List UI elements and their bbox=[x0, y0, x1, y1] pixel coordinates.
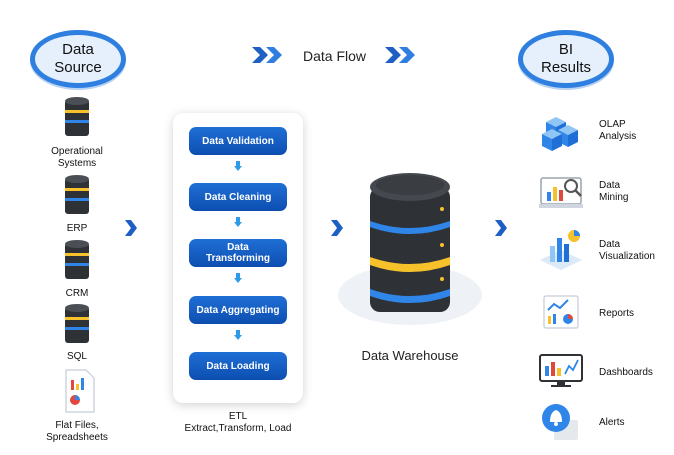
etl-step-aggregating: Data Aggregating bbox=[189, 296, 287, 324]
down-arrow-icon bbox=[234, 161, 242, 171]
down-arrow-icon bbox=[234, 217, 242, 227]
bell-icon bbox=[542, 404, 578, 440]
dashboard-icon bbox=[539, 354, 583, 387]
etl-step-cleaning: Data Cleaning bbox=[189, 183, 287, 211]
down-arrow-icon bbox=[234, 330, 242, 340]
data-warehouse-icon bbox=[338, 173, 482, 325]
visualization-icon bbox=[540, 230, 582, 270]
flow-arrow-icon bbox=[495, 220, 507, 236]
data-flow-left-chevrons-icon bbox=[252, 47, 282, 63]
bi-results-title-line2: Results bbox=[540, 59, 592, 76]
bi-results-header: BI Results bbox=[518, 30, 614, 88]
database-icon bbox=[65, 304, 89, 343]
cubes-icon bbox=[542, 117, 578, 151]
database-icon bbox=[65, 97, 89, 136]
down-arrow-icon bbox=[234, 273, 242, 283]
result-label-alerts: Alerts bbox=[599, 417, 625, 428]
source-label-erp: ERP bbox=[66, 223, 88, 234]
result-label-dashboards: Dashboards bbox=[599, 367, 653, 378]
etl-caption: ETL Extract,Transform, Load bbox=[184, 411, 292, 434]
data-flow-title: Data Flow bbox=[303, 48, 367, 64]
source-label-flat-files: Flat Files,Spreadsheets bbox=[46, 420, 108, 443]
bi-results-title-line1: BI bbox=[558, 41, 574, 58]
etl-step-validation: Data Validation bbox=[189, 127, 287, 155]
etl-step-loading: Data Loading bbox=[189, 352, 287, 380]
flow-arrow-icon bbox=[331, 220, 343, 236]
result-label-reports: Reports bbox=[599, 308, 635, 319]
spreadsheet-icon bbox=[65, 369, 95, 413]
database-icon bbox=[65, 175, 89, 214]
data-source-header: Data Source bbox=[30, 30, 126, 88]
database-icon bbox=[65, 240, 89, 279]
mining-icon bbox=[539, 177, 583, 208]
flow-arrow-icon bbox=[125, 220, 137, 236]
data-flow-right-chevrons-icon bbox=[385, 47, 415, 63]
data-warehouse-label: Data Warehouse bbox=[361, 348, 459, 363]
source-label-sql: SQL bbox=[66, 351, 87, 362]
data-source-title-line1: Data bbox=[62, 41, 94, 58]
reports-icon bbox=[543, 295, 579, 329]
source-label-crm: CRM bbox=[65, 288, 89, 299]
data-source-title-line2: Source bbox=[54, 59, 102, 76]
